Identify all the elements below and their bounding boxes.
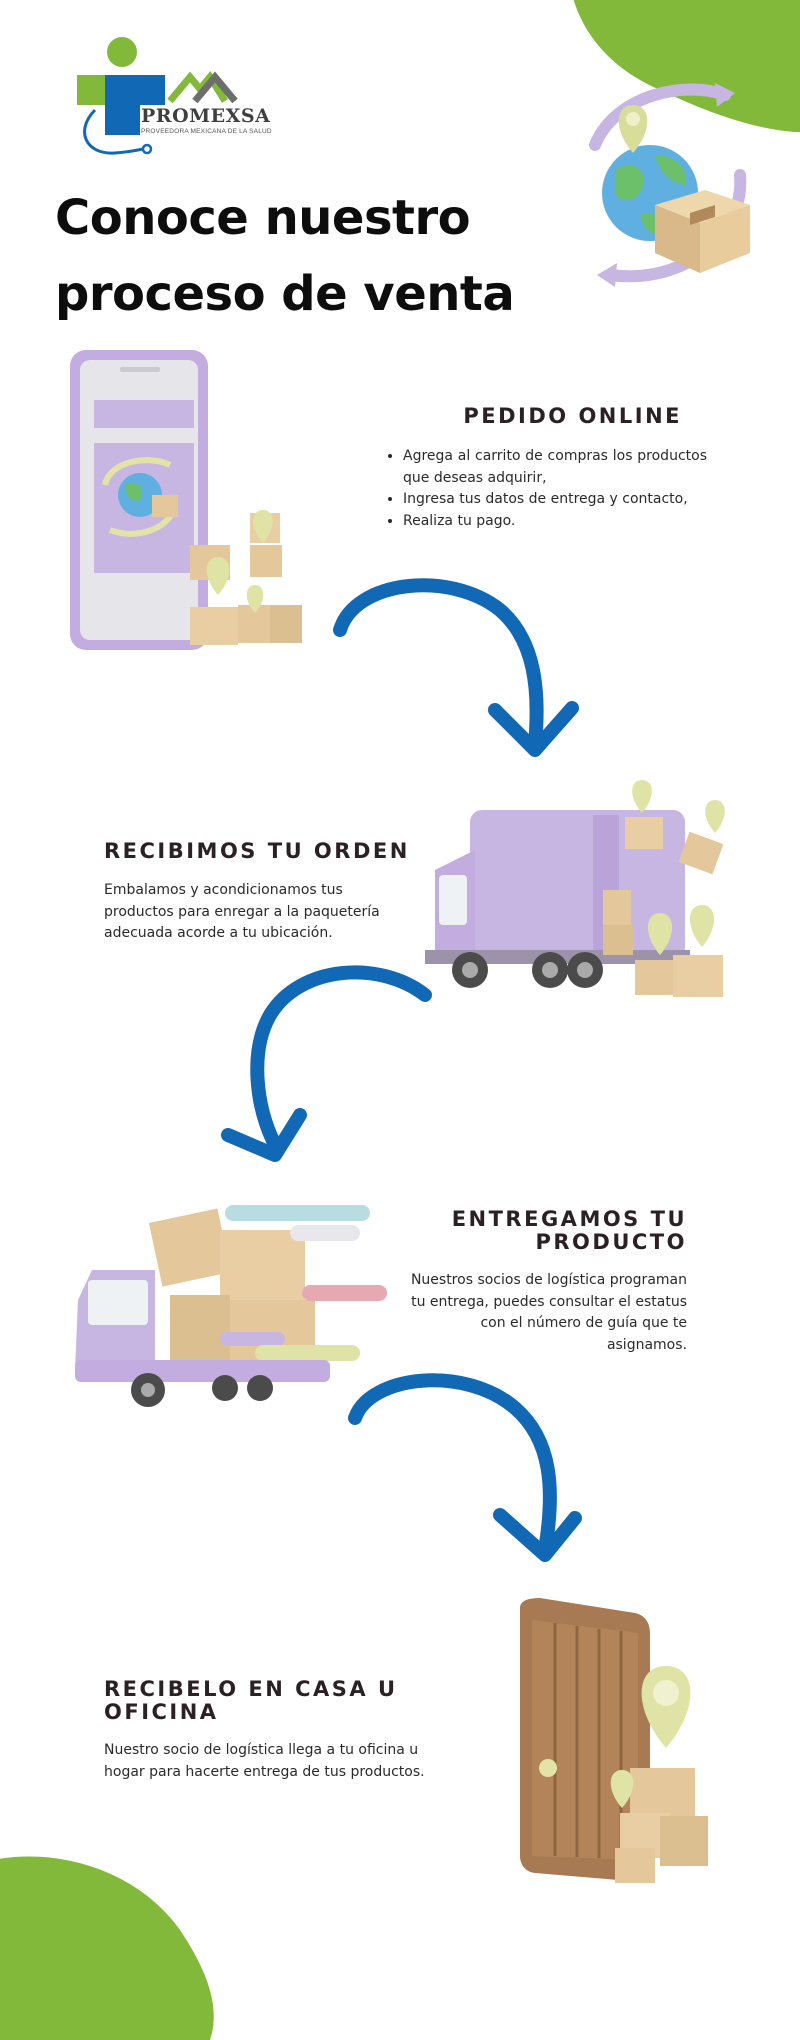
brand-tagline: PROVEEDORA MEXICANA DE LA SALUD	[141, 128, 272, 135]
speed-line	[255, 1345, 360, 1361]
step-4-title-line-2: OFICINA	[104, 1700, 219, 1724]
location-pin-icon	[206, 510, 273, 613]
logo-mark-icon	[77, 37, 238, 155]
curved-arrow-icon	[348, 1373, 582, 1562]
speed-line	[225, 1205, 370, 1221]
box-icon	[615, 1768, 708, 1883]
box-icon	[603, 817, 724, 997]
location-pin-icon	[610, 1666, 691, 1808]
door-delivery-illustration	[520, 1598, 708, 1883]
step-3-description: Nuestros socios de logística programan t…	[410, 1272, 687, 1353]
step-3-title-line-2: PRODUCTO	[535, 1230, 687, 1254]
step-3-title-line-1: ENTREGAMOS TU	[451, 1207, 687, 1231]
page-title-line-2: proceso de venta	[55, 266, 515, 322]
page-title: Conoce nuestro proceso de venta	[55, 180, 515, 332]
step-3-title: ENTREGAMOS TU PRODUCTO	[420, 1208, 687, 1254]
step-4-title: RECIBELO EN CASA U OFICINA	[104, 1678, 434, 1724]
delivery-truck-illustration	[425, 780, 725, 997]
step-2-description: Embalamos y acondicionamos tus productos…	[104, 882, 380, 941]
list-item: Realiza tu pago.	[403, 511, 707, 533]
speed-line	[220, 1332, 285, 1346]
step-4-description: Nuestro socio de logística llega a tu of…	[104, 1742, 425, 1780]
list-item: Ingresa tus datos de entrega y contacto,	[403, 489, 707, 511]
curved-arrow-icon	[221, 965, 432, 1162]
location-pin-icon	[618, 105, 648, 153]
smartphone-icon	[70, 350, 208, 650]
page-title-line-1: Conoce nuestro	[55, 190, 471, 246]
door-icon	[520, 1598, 650, 1882]
curved-arrow-icon	[333, 578, 579, 757]
smartphone-order-illustration	[70, 350, 302, 650]
decorative-blob-bottom-left	[0, 1856, 214, 2040]
step-1-title: PEDIDO ONLINE	[463, 404, 682, 428]
list-item: Agrega al carrito de compras los product…	[403, 446, 707, 489]
brand-name: PROMEXSA	[141, 105, 271, 127]
box-icon	[655, 190, 750, 273]
step-1-list: Agrega al carrito de compras los product…	[378, 446, 707, 532]
brand-logo: PROMEXSA PROVEEDORA MEXICANA DE LA SALUD	[75, 35, 272, 165]
speed-line	[302, 1285, 387, 1301]
loaded-truck-illustration	[75, 1205, 387, 1407]
step-4-title-line-1: RECIBELO EN CASA U	[104, 1677, 398, 1701]
globe-shipping-illustration	[589, 83, 750, 287]
decorative-blob-top-right	[573, 0, 800, 133]
speed-line	[290, 1225, 360, 1241]
step-2-title: RECIBIMOS TU ORDEN	[104, 839, 410, 863]
location-pin-icon	[632, 780, 725, 955]
delivery-truck-icon	[75, 1270, 330, 1407]
